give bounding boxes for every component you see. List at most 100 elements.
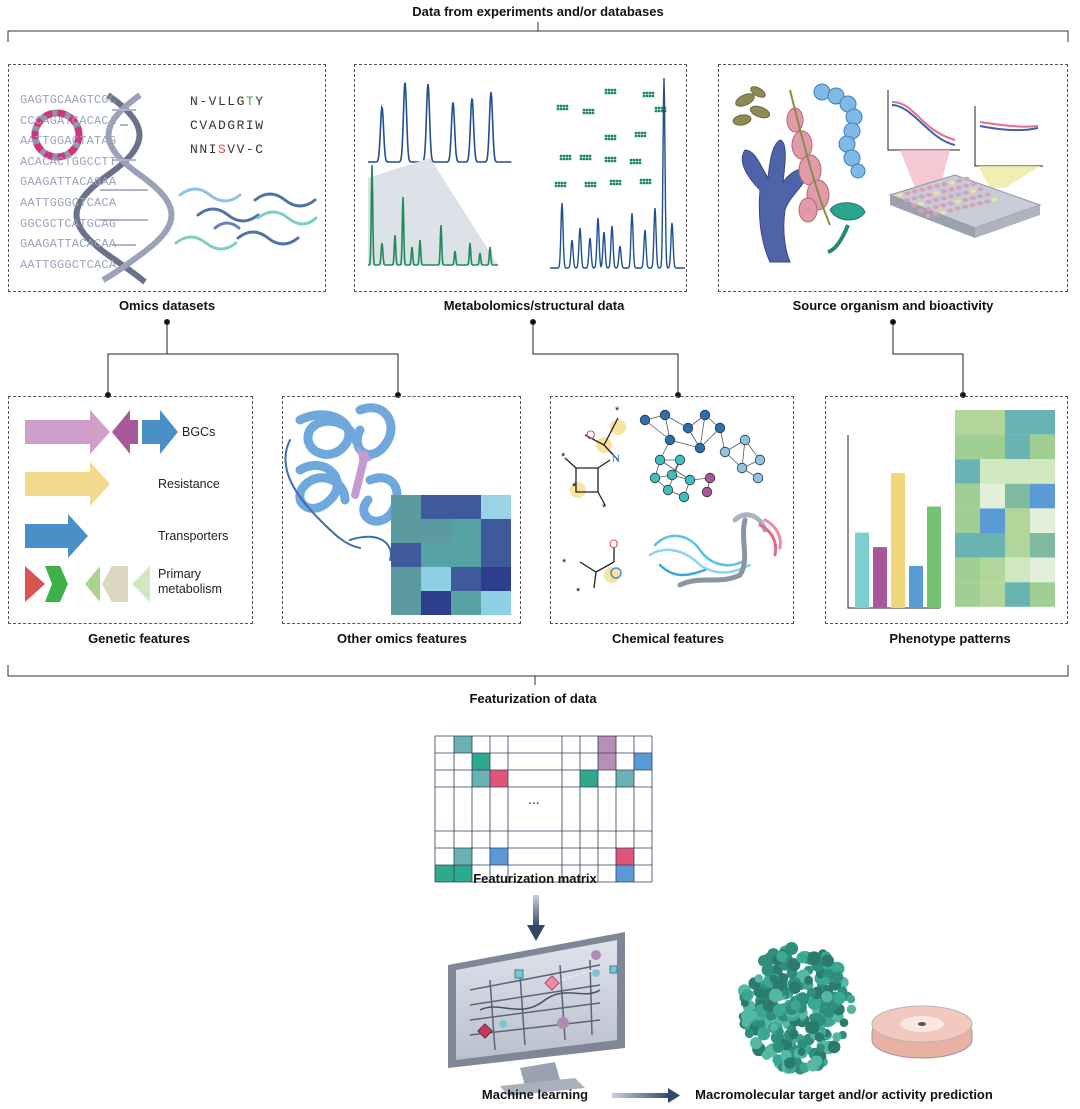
nmr-dot	[643, 134, 647, 138]
network-node	[664, 434, 676, 446]
nmr-dot	[559, 154, 563, 158]
top-bracket	[7, 22, 1069, 42]
nmr-dot	[607, 137, 611, 141]
nmr-dot	[645, 181, 649, 185]
well	[919, 187, 926, 192]
chemical-fragments: O N O *** ***	[561, 405, 626, 598]
well	[963, 176, 970, 181]
dna-sequence-line: AATTGGGCTCACA	[20, 257, 117, 272]
nmr-dot	[635, 158, 639, 162]
bgc-arrow-1	[25, 410, 110, 454]
phenotype-heatmap-cell	[1030, 483, 1055, 509]
label-source-organism: Source organism and bioactivity	[792, 298, 994, 313]
panel-genetic-features	[8, 396, 253, 624]
network-node	[674, 454, 686, 466]
protein-atom	[804, 975, 814, 985]
network-node	[666, 469, 678, 481]
protein-atom	[758, 955, 770, 967]
phenotype-heatmap-cell	[1005, 434, 1030, 460]
phenotype-heatmap-cell	[980, 557, 1005, 583]
nmr-dot	[565, 104, 569, 108]
phenotype-heatmap-cell	[1030, 582, 1055, 607]
nmr-dot	[610, 134, 614, 138]
svg-text:*: *	[572, 481, 577, 493]
phenotype-heatmap-cell	[955, 410, 980, 435]
nmr-dot	[560, 181, 564, 185]
protein-atom	[744, 1028, 754, 1039]
omics-heatmap-cell	[391, 495, 421, 519]
nmr-dot	[638, 158, 642, 162]
network-edge	[659, 459, 691, 481]
label-metabolomics: Metabolomics/structural data	[443, 298, 625, 313]
nmr-dot	[610, 137, 614, 141]
legend-primary: Primary	[158, 567, 202, 581]
nmr-dot	[648, 91, 652, 95]
omics-heatmap-cell	[421, 519, 451, 543]
panel-omics-datasets	[8, 64, 326, 292]
matrix-cell	[580, 770, 598, 787]
nmr-dot	[607, 88, 611, 92]
protein-atom	[816, 1043, 825, 1052]
nmr-dot	[654, 109, 658, 113]
peptide-residue: Y	[255, 94, 265, 109]
nmr-dot	[654, 106, 658, 110]
nmr-dot	[648, 94, 652, 98]
protein-atom	[740, 998, 749, 1008]
nmr-dot	[560, 184, 564, 188]
well	[939, 210, 946, 215]
nmr-dot	[637, 134, 641, 138]
phenotype-bar	[891, 473, 905, 608]
protein-atom	[806, 988, 817, 998]
well	[940, 203, 947, 208]
svg-text:N: N	[612, 453, 620, 465]
protein-atom	[821, 991, 833, 1003]
well	[941, 189, 947, 194]
nmr-dot	[588, 108, 592, 112]
nmr-dot	[629, 158, 633, 162]
nmr-dot	[645, 94, 649, 98]
nmr-dot	[587, 181, 591, 185]
protein-atom	[754, 988, 765, 999]
protein-atom	[807, 996, 821, 1010]
bgc-arrow-2	[112, 410, 138, 454]
peptide-row: N-VLLGTY	[190, 90, 265, 114]
network-node	[654, 454, 666, 466]
protein-atom	[788, 981, 802, 995]
nmr-dot	[613, 88, 617, 92]
nmr-dot	[562, 104, 566, 108]
phenotype-bar	[909, 565, 923, 608]
phenotype-heatmap-cell	[955, 557, 980, 583]
legend-primary-metabolism: Primary metabolism	[158, 567, 222, 597]
nmr-dot	[634, 134, 638, 138]
nmr-dot	[585, 111, 589, 115]
matrix-cell	[472, 753, 490, 770]
protein-atom	[787, 958, 801, 972]
primary-arrow-red	[25, 566, 45, 602]
plasmid-icon	[31, 109, 83, 161]
protein-atom	[761, 1050, 772, 1060]
network-node	[754, 454, 766, 466]
nmr-dot	[640, 131, 644, 135]
omics-heatmap	[391, 495, 511, 615]
omics-heatmap-cell	[391, 591, 421, 615]
label-omics-datasets: Omics datasets	[118, 298, 216, 313]
well	[970, 189, 977, 193]
nmr-dot	[562, 154, 566, 158]
nmr-dot	[645, 91, 649, 95]
nmr-dot	[591, 111, 595, 115]
protein-atom	[776, 978, 788, 990]
nmr-dot	[582, 111, 586, 115]
resistance-arrow	[25, 462, 110, 506]
label-featurization-matrix: Featurization matrix	[473, 871, 597, 886]
network-node	[662, 484, 674, 496]
nmr-dot	[607, 134, 611, 138]
well	[926, 185, 933, 190]
network-node	[699, 409, 711, 421]
nmr-dot	[562, 157, 566, 161]
well	[932, 212, 939, 216]
phenotype-heatmap-cell	[955, 582, 980, 607]
nmr-dot	[568, 154, 572, 158]
nmr-dot	[638, 161, 642, 165]
nmr-dot	[590, 181, 594, 185]
